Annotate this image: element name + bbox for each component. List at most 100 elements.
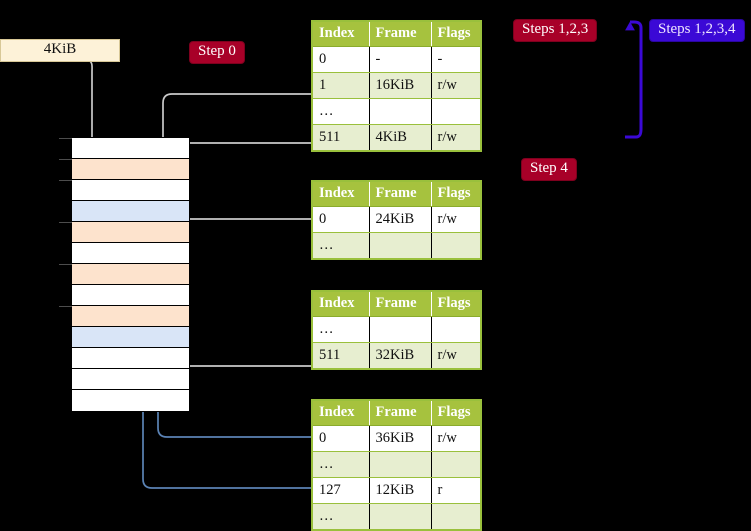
column-header-frame: Frame — [369, 181, 432, 207]
table-row[interactable]: 511 32KiB r/w — [312, 342, 481, 369]
memory-cell — [72, 264, 189, 285]
table-row-highlighted[interactable]: 511 4KiB r/w — [312, 124, 481, 151]
label-step-4-text: Step 4 — [530, 160, 568, 176]
memory-tick — [59, 222, 72, 223]
memory-tick — [59, 264, 72, 265]
label-4kib-text: 4KiB — [43, 41, 77, 57]
memory-cell — [72, 180, 189, 201]
column-header-frame: Frame — [369, 21, 432, 47]
label-step-0: Step 0 — [189, 41, 245, 64]
table-header-row: Index Frame Flags — [312, 181, 481, 207]
cell-index: … — [312, 451, 370, 478]
cell-frame: 4KiB — [369, 124, 432, 151]
cell-index: … — [312, 316, 370, 343]
memory-cell — [72, 327, 189, 348]
memory-cell — [72, 222, 189, 243]
table-row[interactable]: 0 - - — [312, 46, 481, 73]
table-row[interactable]: 1 16KiB r/w — [312, 72, 481, 99]
table-header-row: Index Frame Flags — [312, 291, 481, 317]
cell-index: 1 — [312, 72, 370, 99]
cell-flags: r — [431, 477, 481, 504]
cell-flags: - — [431, 46, 481, 73]
cell-frame: 12KiB — [369, 477, 432, 504]
label-4kib: 4KiB — [0, 39, 120, 62]
column-header-flags: Flags — [431, 21, 481, 47]
cell-frame — [369, 98, 432, 125]
memory-cell — [72, 306, 189, 327]
column-header-flags: Flags — [431, 291, 481, 317]
cell-frame: - — [369, 46, 432, 73]
table-row[interactable]: 0 24KiB r/w — [312, 206, 481, 233]
physical-memory-column — [71, 137, 190, 412]
cell-frame: 36KiB — [369, 425, 432, 452]
column-header-index: Index — [312, 21, 370, 47]
memory-cell — [72, 348, 189, 369]
cell-frame: 16KiB — [369, 72, 432, 99]
cell-frame: 24KiB — [369, 206, 432, 233]
arrow-steps-loop — [625, 20, 643, 139]
cell-flags: r/w — [431, 124, 481, 151]
page-table-level-4: Index Frame Flags 0 - - 1 16KiB r/w … 51… — [311, 20, 482, 152]
cell-frame: 32KiB — [369, 342, 432, 369]
cell-index: … — [312, 503, 370, 530]
table-header-row: Index Frame Flags — [312, 21, 481, 47]
cell-flags — [431, 232, 481, 259]
table-row[interactable]: … — [312, 503, 481, 530]
cell-index: 127 — [312, 477, 370, 504]
memory-cell — [72, 201, 189, 222]
table-row[interactable]: 127 12KiB r — [312, 477, 481, 504]
column-header-frame: Frame — [369, 400, 432, 426]
cell-index: 511 — [312, 342, 370, 369]
column-header-flags: Flags — [431, 400, 481, 426]
label-steps-1234-text: Steps 1,2,3,4 — [658, 21, 736, 37]
memory-tick — [59, 138, 72, 139]
cell-index: 0 — [312, 206, 370, 233]
cell-frame — [369, 503, 432, 530]
memory-cell — [72, 390, 189, 411]
column-header-frame: Frame — [369, 291, 432, 317]
page-table-level-3: Index Frame Flags 0 24KiB r/w … — [311, 180, 482, 260]
memory-cell — [72, 243, 189, 264]
cell-flags: r/w — [431, 72, 481, 99]
memory-cell — [72, 369, 189, 390]
cell-flags: r/w — [431, 206, 481, 233]
cell-index: … — [312, 98, 370, 125]
cell-frame — [369, 232, 432, 259]
memory-cell — [72, 159, 189, 180]
page-table-level-2: Index Frame Flags … 511 32KiB r/w — [311, 290, 482, 370]
cell-flags — [431, 503, 481, 530]
label-step-0-text: Step 0 — [198, 43, 236, 59]
cell-index: 511 — [312, 124, 370, 151]
cell-flags: r/w — [431, 425, 481, 452]
label-steps-1234: Steps 1,2,3,4 — [649, 19, 745, 42]
arrow-l3-row0-to-memory — [174, 218, 311, 242]
cell-frame — [369, 451, 432, 478]
arrow-l4-row511-to-memory — [175, 142, 311, 158]
cell-flags — [431, 98, 481, 125]
column-header-index: Index — [312, 400, 370, 426]
cell-flags: r/w — [431, 342, 481, 369]
table-row[interactable]: … — [312, 451, 481, 478]
cell-index: 0 — [312, 46, 370, 73]
table-row[interactable]: 0 36KiB r/w — [312, 425, 481, 452]
cell-frame — [369, 316, 432, 343]
memory-tick — [59, 180, 72, 181]
column-header-index: Index — [312, 181, 370, 207]
cell-index: … — [312, 232, 370, 259]
table-row[interactable]: … — [312, 316, 481, 343]
column-header-flags: Flags — [431, 181, 481, 207]
column-header-index: Index — [312, 291, 370, 317]
page-table-level-1: Index Frame Flags 0 36KiB r/w … 127 12Ki… — [311, 399, 482, 531]
cell-flags — [431, 316, 481, 343]
table-row[interactable]: … — [312, 232, 481, 259]
memory-tick — [59, 159, 72, 160]
table-row[interactable]: … — [312, 98, 481, 125]
memory-tick — [59, 306, 72, 307]
table-header-row: Index Frame Flags — [312, 400, 481, 426]
label-steps-123: Steps 1,2,3 — [513, 19, 598, 42]
label-step-4: Step 4 — [521, 158, 577, 181]
memory-cell — [72, 285, 189, 306]
memory-cell — [72, 138, 189, 159]
arrow-l2-row511-to-memory — [169, 304, 311, 367]
label-steps-123-text: Steps 1,2,3 — [522, 21, 589, 37]
